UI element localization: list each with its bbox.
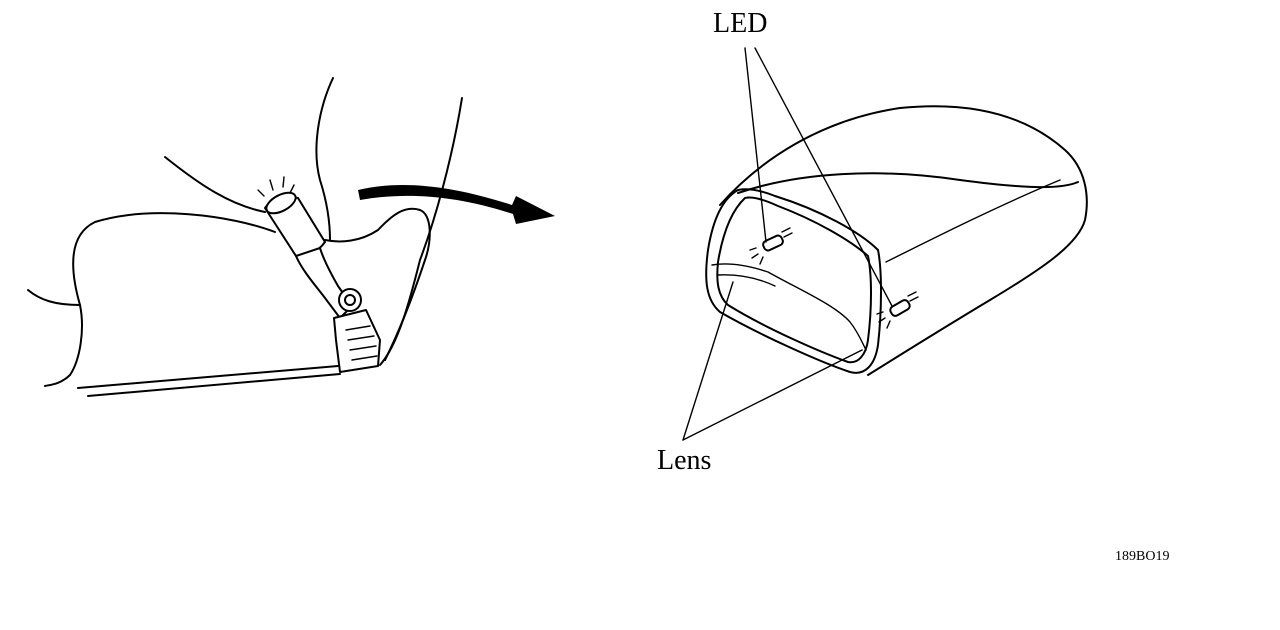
arm-upper-line xyxy=(164,156,266,213)
seat-top-outline xyxy=(72,212,276,306)
seat-back-outline xyxy=(27,289,83,387)
visor-bracket xyxy=(324,207,431,361)
seat-base-line xyxy=(77,365,339,389)
led-glow-icon xyxy=(257,176,295,197)
housing-outer-shell xyxy=(719,105,1088,376)
seat-base-line-2 xyxy=(87,373,341,397)
housing-inner-edge xyxy=(885,179,1061,263)
lamp-housing-drawing xyxy=(682,47,1088,441)
led-left xyxy=(749,227,793,265)
door-edge-line xyxy=(379,97,463,366)
arm-back-line xyxy=(315,77,334,241)
clip-rib-1 xyxy=(345,325,371,331)
lens-leader-right xyxy=(682,349,863,441)
clip-rib-2 xyxy=(347,335,375,341)
housing-floor-2 xyxy=(717,274,776,287)
led-label: LED xyxy=(713,8,768,39)
led-right xyxy=(876,291,919,329)
led-leader-right xyxy=(754,47,893,307)
clip-rib-3 xyxy=(349,345,377,351)
clip-rib-4 xyxy=(351,355,378,361)
figure-code-label: 189BO19 xyxy=(1115,549,1170,564)
lamp-lens-cap xyxy=(265,191,297,215)
led-leader-left xyxy=(744,47,767,243)
housing-shell-crease xyxy=(737,172,1079,194)
clip-knob-inner xyxy=(344,294,356,306)
lens-leader-left xyxy=(682,281,734,441)
housing-opening-outer xyxy=(705,188,882,374)
housing-floor xyxy=(711,263,867,351)
curved-arrow-icon xyxy=(358,185,555,224)
clip-base xyxy=(333,309,381,373)
housing-opening-inner xyxy=(716,196,872,364)
seat-visor-drawing xyxy=(27,77,463,397)
lens-label: Lens xyxy=(657,445,712,476)
